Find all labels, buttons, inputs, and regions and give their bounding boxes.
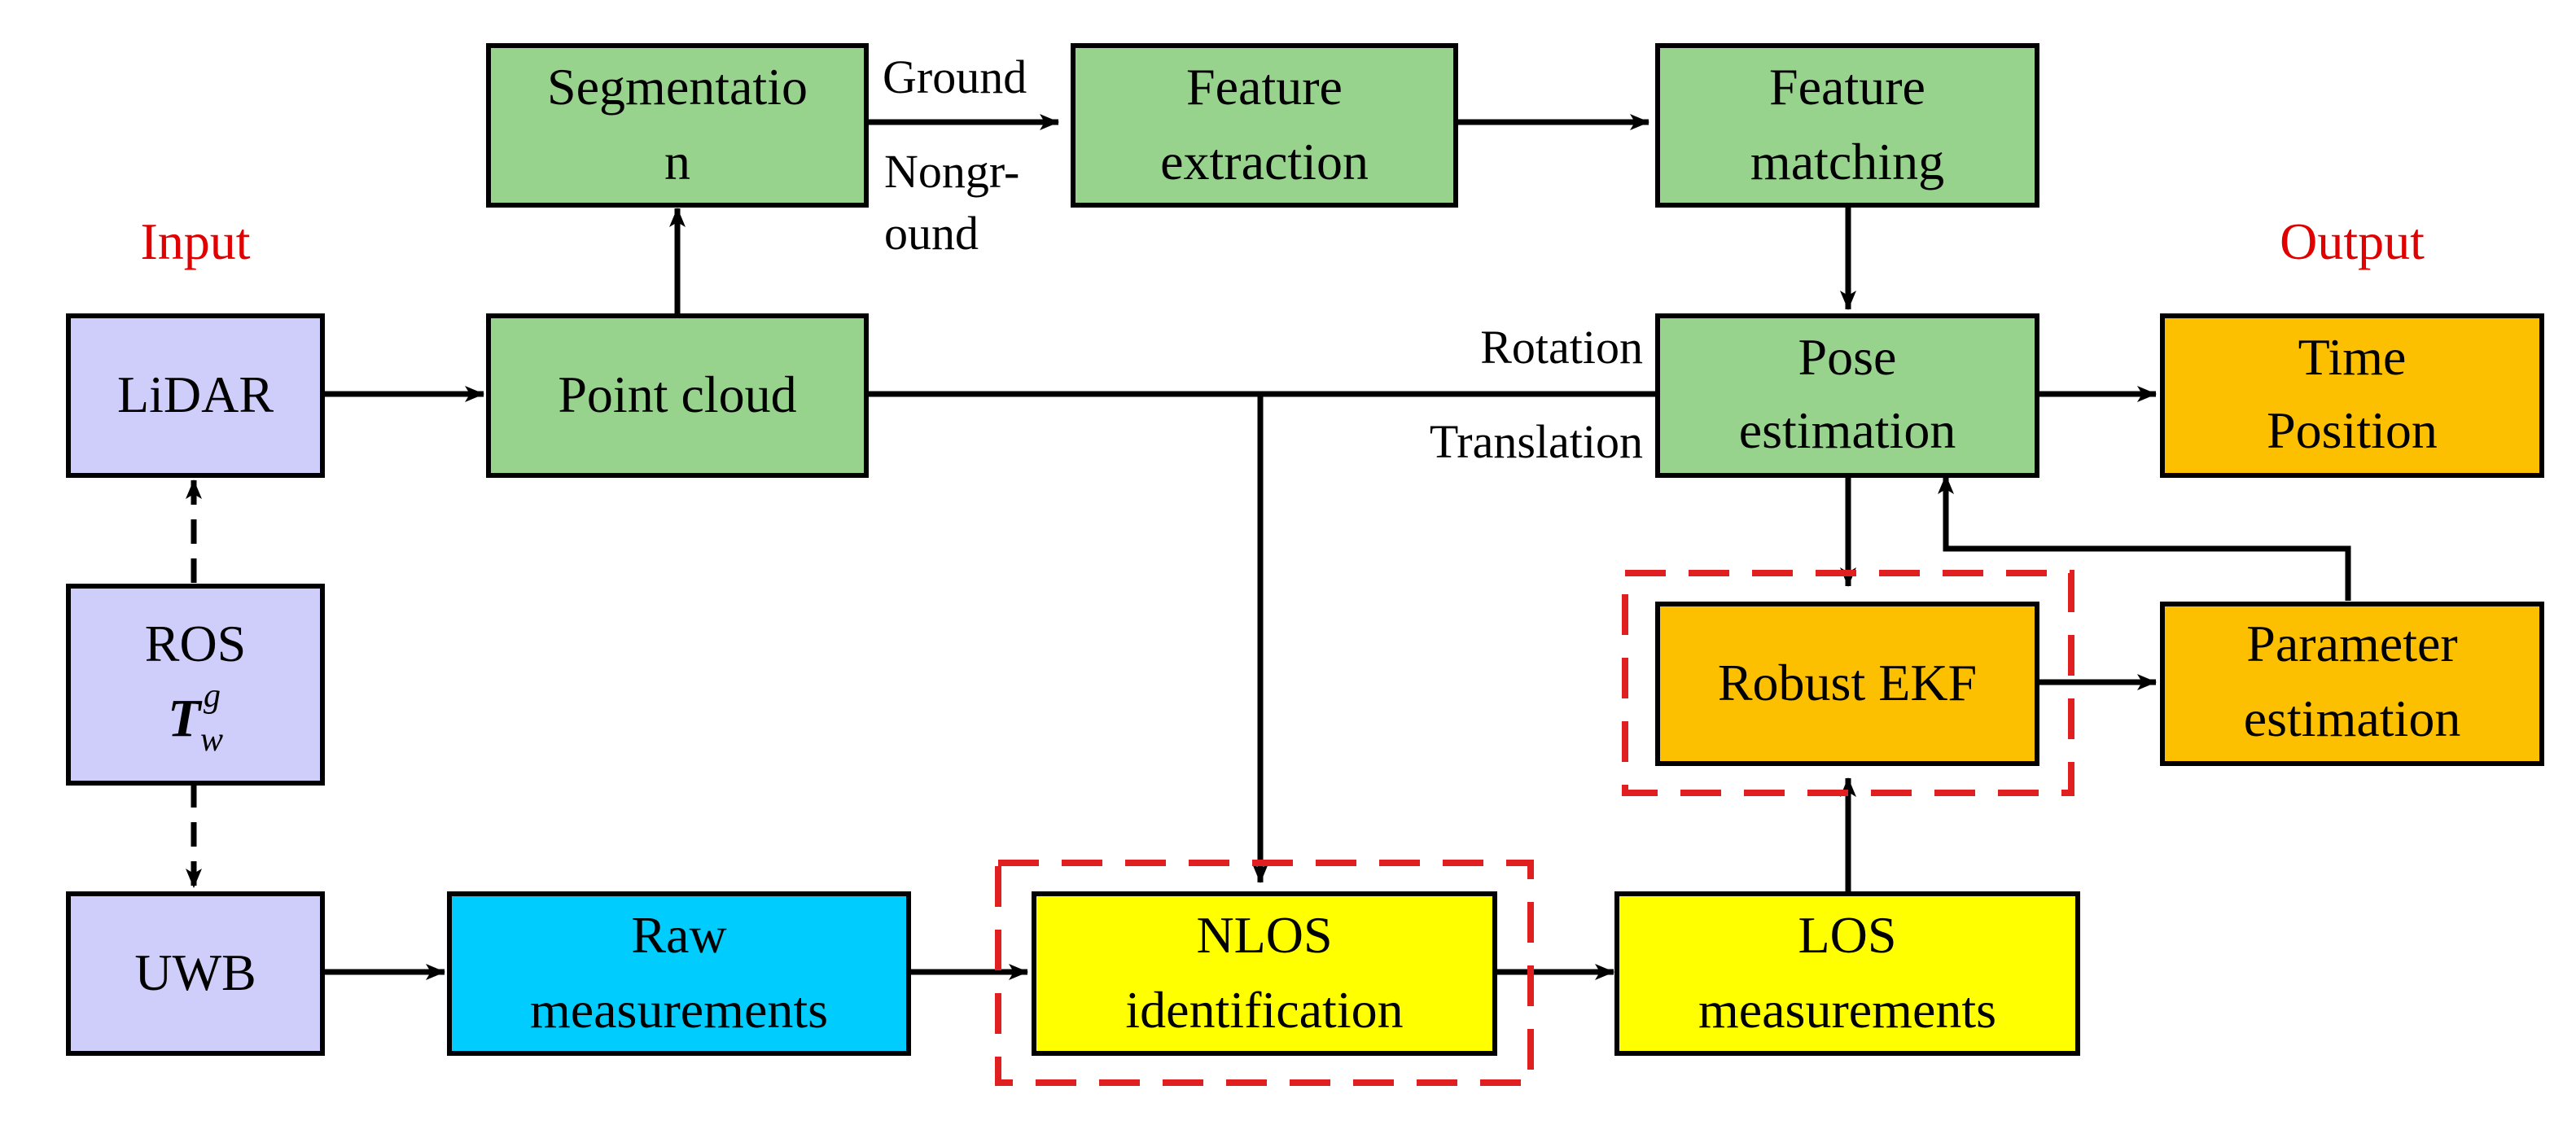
- segmentation-label-1: Segmentatio: [547, 58, 808, 116]
- los-measurements-label-2: measurements: [1698, 981, 1996, 1039]
- ros-transform-symbol: T: [168, 689, 203, 748]
- nlos-highlight-frame: [995, 860, 1534, 1086]
- ros-box: [66, 584, 325, 786]
- parameter-estimation-box: [2160, 602, 2544, 766]
- nonground-label-2: ound: [884, 207, 979, 260]
- output-label: Output: [2280, 212, 2425, 270]
- parameter-estimation-label-2: estimation: [2244, 689, 2461, 747]
- translation-label: Translation: [1430, 415, 1643, 468]
- feature-matching-label-2: matching: [1750, 133, 1944, 190]
- pose-estimation-label-1: Pose: [1798, 328, 1897, 386]
- pose-estimation-box: [1655, 313, 2039, 478]
- segmentation-box: [486, 43, 869, 208]
- time-position-box: [2160, 313, 2544, 478]
- lidar-box: [66, 313, 325, 478]
- nlos-identification-box: [1032, 891, 1497, 1056]
- raw-measurements-label-2: measurements: [530, 981, 828, 1039]
- raw-measurements-label-1: Raw: [631, 906, 726, 964]
- lidar-label: LiDAR: [117, 366, 274, 423]
- feature-extraction-label-2: extraction: [1160, 133, 1369, 190]
- time-position-label-2: Position: [2267, 401, 2438, 459]
- feature-matching-box: [1655, 43, 2039, 208]
- feature-matching-label-1: Feature: [1769, 58, 1925, 116]
- time-position-label-1: Time: [2298, 328, 2407, 386]
- parameter-estimation-label-1: Parameter: [2246, 615, 2457, 672]
- los-measurements-box: [1614, 891, 2080, 1056]
- raw-measurements-box: [447, 891, 911, 1056]
- segmentation-label-2: n: [664, 133, 690, 190]
- ekf-highlight-frame: [1622, 570, 2074, 796]
- edge-param-to-pose: [1938, 475, 2351, 601]
- pose-estimation-label-2: estimation: [1739, 401, 1956, 459]
- uwb-label: UWB: [134, 943, 256, 1001]
- uwb-box: [66, 891, 325, 1056]
- robust-ekf-label: Robust EKF: [1718, 654, 1977, 711]
- ros-symbol-superscript: g: [204, 677, 221, 715]
- rotation-label: Rotation: [1480, 321, 1643, 374]
- nonground-label-1: Nongr-: [884, 145, 1019, 198]
- feature-extraction-box: [1071, 43, 1458, 208]
- ros-symbol-subscript: w: [200, 721, 223, 759]
- robust-ekf-box: [1655, 602, 2039, 766]
- input-label: Input: [140, 212, 250, 270]
- point-cloud-label: Point cloud: [558, 366, 796, 423]
- feature-extraction-label-1: Feature: [1186, 58, 1343, 116]
- los-measurements-label-1: LOS: [1798, 906, 1897, 964]
- nlos-identification-label-2: identification: [1125, 981, 1403, 1039]
- ros-label: ROS: [145, 615, 247, 672]
- ros-symbol-main: T: [168, 689, 203, 748]
- nlos-identification-label-1: NLOS: [1196, 906, 1332, 964]
- point-cloud-box: [486, 313, 869, 478]
- ground-label: Ground: [883, 50, 1027, 103]
